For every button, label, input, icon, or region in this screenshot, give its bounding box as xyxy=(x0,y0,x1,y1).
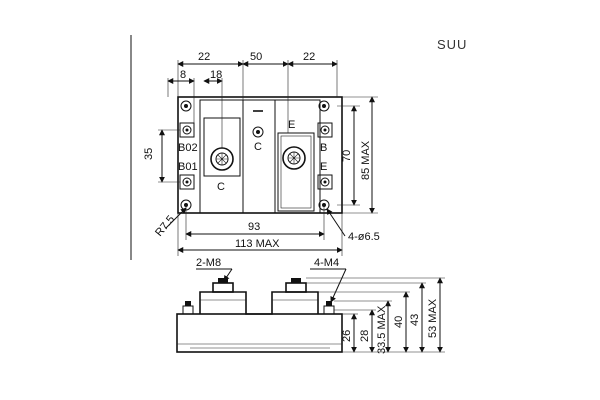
callout-4-m4: 4-M4 xyxy=(314,257,339,269)
side-view: 2-M8 4-M4 26 28 33.5 MAX 40 43 53 MAX xyxy=(176,257,445,354)
label-c-lower: C xyxy=(217,181,225,193)
top-view-outer-frame xyxy=(177,96,343,214)
dim-8: 8 xyxy=(180,69,186,81)
top-view-inner-body xyxy=(199,99,321,214)
label-e-lower: E xyxy=(320,161,327,173)
dim-70: 70 xyxy=(341,150,353,162)
center-control-terminal xyxy=(252,110,264,138)
emitter-terminal-block xyxy=(277,132,315,212)
dim-113-max: 113 MAX xyxy=(235,238,280,250)
left-aux-terminal-lower xyxy=(179,174,195,190)
left-aux-terminal-upper xyxy=(179,122,195,138)
top-view: C C E E B02 B01 B 22 50 22 8 18 35 xyxy=(143,51,380,256)
dim-33-5-max: 33.5 MAX xyxy=(376,305,388,354)
m8-terminal-right xyxy=(285,278,307,293)
collector-screw xyxy=(210,147,234,171)
label-b01: B01 xyxy=(178,161,198,173)
dim-35: 35 xyxy=(143,148,155,160)
m8-terminal-left xyxy=(212,278,234,293)
label-b: B xyxy=(320,142,327,154)
right-aux-terminal-upper xyxy=(317,122,333,138)
side-case-body xyxy=(199,291,319,315)
label-e-upper: E xyxy=(288,119,295,131)
side-base-plate xyxy=(176,313,343,353)
dim-43: 43 xyxy=(409,314,421,326)
dim-85-max: 85 MAX xyxy=(360,140,372,180)
dim-40: 40 xyxy=(393,316,405,328)
emitter-screw xyxy=(282,146,306,170)
dim-53-max: 53 MAX xyxy=(427,298,439,338)
m4-terminal-left xyxy=(182,301,194,315)
dim-18: 18 xyxy=(210,69,222,81)
dim-22-right: 22 xyxy=(303,51,315,63)
dim-4-holes: 4-ø6.5 xyxy=(348,231,380,243)
right-aux-terminal-lower xyxy=(317,174,333,190)
callout-2-m8: 2-M8 xyxy=(196,257,221,269)
mounting-hole-top-left xyxy=(180,100,192,112)
label-b02: B02 xyxy=(178,142,198,154)
mounting-hole-top-right xyxy=(318,100,330,112)
label-c-upper: C xyxy=(254,141,262,153)
dim-22-left: 22 xyxy=(198,51,210,63)
brand-tag: SUU xyxy=(437,37,467,52)
emitter-terminal-inner xyxy=(280,135,312,209)
m4-terminal-right xyxy=(323,301,335,315)
dim-r7-5: R7.5 xyxy=(153,213,177,239)
dim-28: 28 xyxy=(359,330,371,342)
dim-50: 50 xyxy=(250,51,262,63)
dim-26: 26 xyxy=(341,330,353,342)
dim-93: 93 xyxy=(248,221,260,233)
